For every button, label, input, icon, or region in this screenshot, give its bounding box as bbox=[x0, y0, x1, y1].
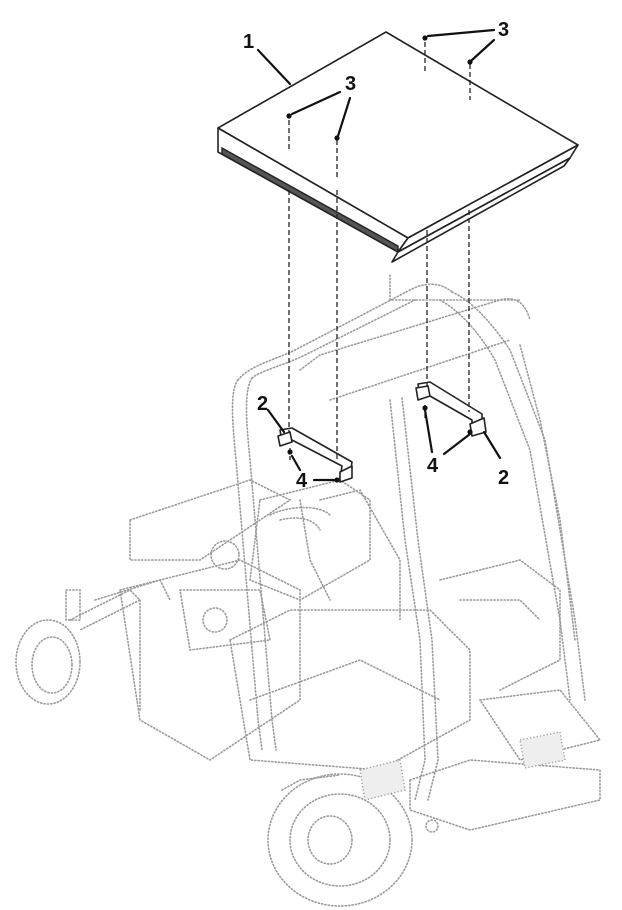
screw-3a bbox=[286, 113, 292, 119]
bolt-4c bbox=[422, 405, 428, 411]
bolt-4b bbox=[334, 477, 340, 483]
callout-4-right: 4 bbox=[427, 455, 439, 477]
callout-2-right: 2 bbox=[498, 467, 509, 489]
bracket-right bbox=[415, 381, 487, 437]
callout-3-top: 3 bbox=[498, 19, 509, 41]
leader-lines bbox=[256, 28, 502, 482]
canopy-panel bbox=[217, 31, 579, 263]
callout-3-mid: 3 bbox=[345, 73, 356, 95]
callout-2-left: 2 bbox=[257, 393, 268, 415]
mower-outline bbox=[15, 274, 602, 907]
callout-labels: 1 3 3 2 4 4 2 bbox=[243, 19, 509, 492]
bolt-4d bbox=[467, 429, 473, 435]
bracket-left bbox=[277, 427, 353, 483]
callout-4-left: 4 bbox=[296, 470, 308, 492]
screw-3c bbox=[422, 35, 428, 41]
fasteners bbox=[286, 35, 473, 483]
bolt-4a bbox=[287, 449, 293, 455]
callout-1: 1 bbox=[243, 31, 254, 53]
